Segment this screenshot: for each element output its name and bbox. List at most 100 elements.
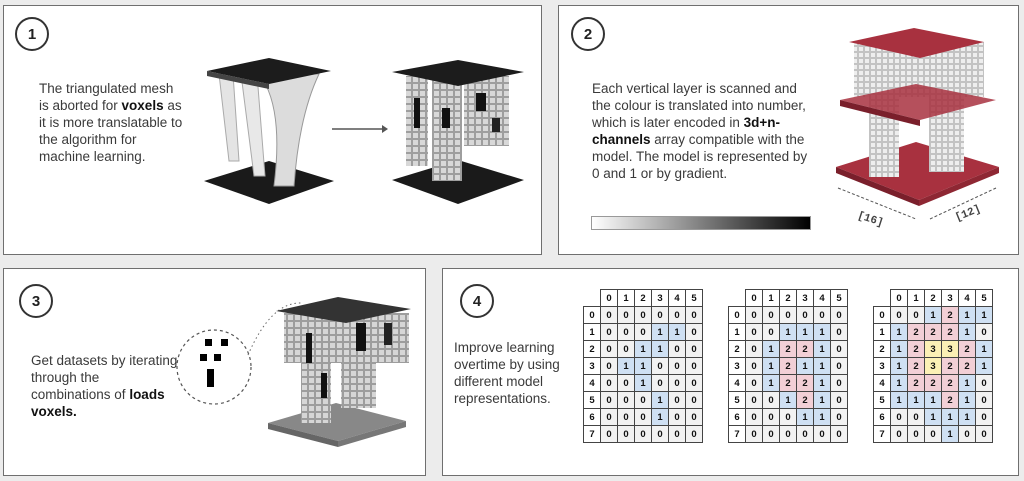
grid-row-header: 3: [728, 357, 746, 375]
grid-cell: 0: [830, 425, 848, 443]
grid-cell: 1: [958, 408, 976, 426]
grid-cell: 1: [651, 340, 669, 358]
grid-cell: 1: [779, 391, 797, 409]
grid-cell: 0: [796, 306, 814, 324]
grid-cell: 0: [668, 306, 686, 324]
grid-cell: 0: [975, 323, 993, 341]
grid-cell: 0: [830, 374, 848, 392]
grid-corner: [584, 290, 601, 307]
grid-cell: 0: [668, 340, 686, 358]
grid-cell: 0: [617, 323, 635, 341]
grid-column-header: 3: [651, 289, 669, 307]
grid-cell: 1: [779, 323, 797, 341]
grid-cell: 0: [779, 306, 797, 324]
grid-cell: 0: [634, 391, 652, 409]
grid-cell: 1: [890, 391, 908, 409]
grid-cell: 1: [941, 408, 959, 426]
grid-cell: 1: [762, 357, 780, 375]
grid-cell: 0: [762, 425, 780, 443]
grid-cell: 1: [941, 425, 959, 443]
grid-cell: 0: [685, 323, 703, 341]
panel-3: 3 Get datasets by iterating through the …: [3, 268, 426, 476]
panel-2-text-bold: 3d+n-channels: [592, 115, 780, 147]
grid-column-header: 5: [685, 289, 703, 307]
grid-cell: 1: [813, 340, 831, 358]
grid-cell: 1: [958, 391, 976, 409]
grid-cell: 0: [600, 357, 618, 375]
grid-cell: 1: [651, 323, 669, 341]
grid-cell: 0: [745, 340, 763, 358]
grid-column-header: 5: [830, 289, 848, 307]
grid-cell: 0: [745, 323, 763, 341]
grid-cell: 0: [830, 340, 848, 358]
grid-row-header: 4: [583, 374, 601, 392]
panel-4-text: Improve learning overtime by using diffe…: [454, 340, 560, 406]
step-number-2: 2: [571, 17, 605, 51]
panel-2: 2 Each vertical layer is scanned and the…: [558, 5, 1019, 255]
grid-cell: 0: [890, 425, 908, 443]
grid-cell: 0: [600, 323, 618, 341]
grid-cell: 0: [907, 306, 925, 324]
grid-cell: 1: [813, 323, 831, 341]
grid-row-header: 3: [583, 357, 601, 375]
grid-cell: 2: [796, 340, 814, 358]
grid-column-header: 3: [941, 289, 959, 307]
grid-cell: 1: [634, 374, 652, 392]
grid-cell: 0: [685, 306, 703, 324]
grid-cell: 0: [958, 425, 976, 443]
grid-column-header: 1: [762, 289, 780, 307]
grid-column-header: 0: [890, 289, 908, 307]
grid-cell: 1: [813, 408, 831, 426]
grid-corner: [729, 290, 746, 307]
grid-cell: 0: [617, 374, 635, 392]
grid-cell: 0: [745, 357, 763, 375]
grid-cell: 1: [975, 340, 993, 358]
grid-column-header: 4: [813, 289, 831, 307]
grid-cell: 0: [600, 374, 618, 392]
grid-cell: 1: [958, 374, 976, 392]
step-number-3: 3: [19, 284, 53, 318]
grid-cell: 0: [890, 408, 908, 426]
voxel-model-illustration: [392, 60, 524, 204]
grid-cell: 1: [634, 340, 652, 358]
grid-row-header: 6: [728, 408, 746, 426]
grid-cell: 0: [830, 408, 848, 426]
grid-row-header: 4: [873, 374, 891, 392]
grid-column-header: 4: [668, 289, 686, 307]
grid-row-header: 1: [583, 323, 601, 341]
grid-cell: 1: [651, 408, 669, 426]
grid-column-header: 1: [617, 289, 635, 307]
grid-cell: 3: [924, 357, 942, 375]
grid-row-header: 0: [728, 306, 746, 324]
grid-cell: 2: [924, 323, 942, 341]
grid-cell: 1: [958, 323, 976, 341]
grid-cell: 2: [907, 374, 925, 392]
grid-cell: 1: [924, 306, 942, 324]
panel-1-text: The triangulated mesh is aborted for vox…: [39, 80, 184, 165]
grid-cell: 1: [762, 374, 780, 392]
grid-column-header: 3: [796, 289, 814, 307]
grid-cell: 2: [941, 323, 959, 341]
panel-2-text: Each vertical layer is scanned and the c…: [592, 80, 814, 182]
grid-cell: 0: [745, 425, 763, 443]
grid-cell: 2: [907, 340, 925, 358]
panel-1-text-b: as it is more translatable to the algori…: [39, 98, 183, 164]
grid-cell: 0: [685, 425, 703, 443]
grid-cell: 1: [796, 323, 814, 341]
grid-row-header: 7: [728, 425, 746, 443]
grid-cell: 0: [600, 391, 618, 409]
grid-cell: 0: [617, 391, 635, 409]
grid-cell: 0: [830, 306, 848, 324]
